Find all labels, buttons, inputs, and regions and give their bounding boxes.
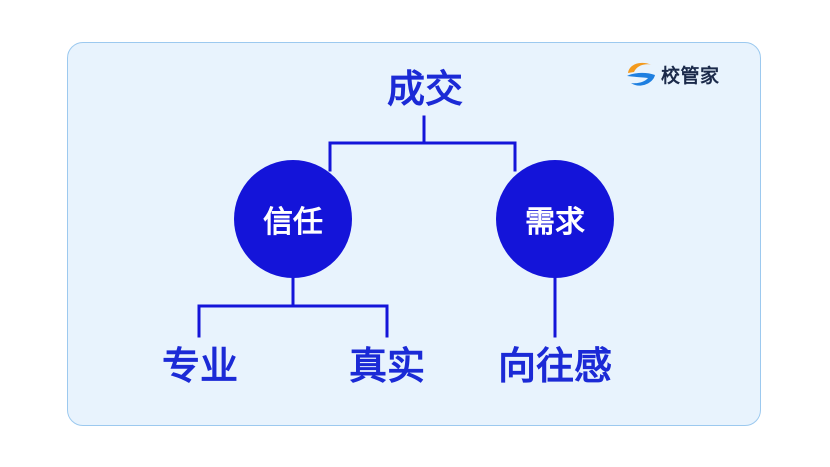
leaf-node-authentic: 真实 — [348, 344, 425, 388]
diagram-card — [67, 42, 761, 426]
leaf-node-aspiration: 向往感 — [497, 344, 612, 388]
branch-label-need: 需求 — [525, 205, 585, 240]
brand-logo: 校管家 — [625, 59, 720, 89]
branch-node-need: 需求 — [496, 160, 614, 278]
brand-swoosh-icon — [627, 62, 655, 86]
branch-node-trust: 信任 — [234, 160, 352, 278]
leaf-node-professional: 专业 — [161, 344, 238, 388]
root-node-deal: 成交 — [386, 67, 463, 111]
brand-name: 校管家 — [661, 64, 720, 87]
branch-label-trust: 信任 — [263, 205, 323, 240]
